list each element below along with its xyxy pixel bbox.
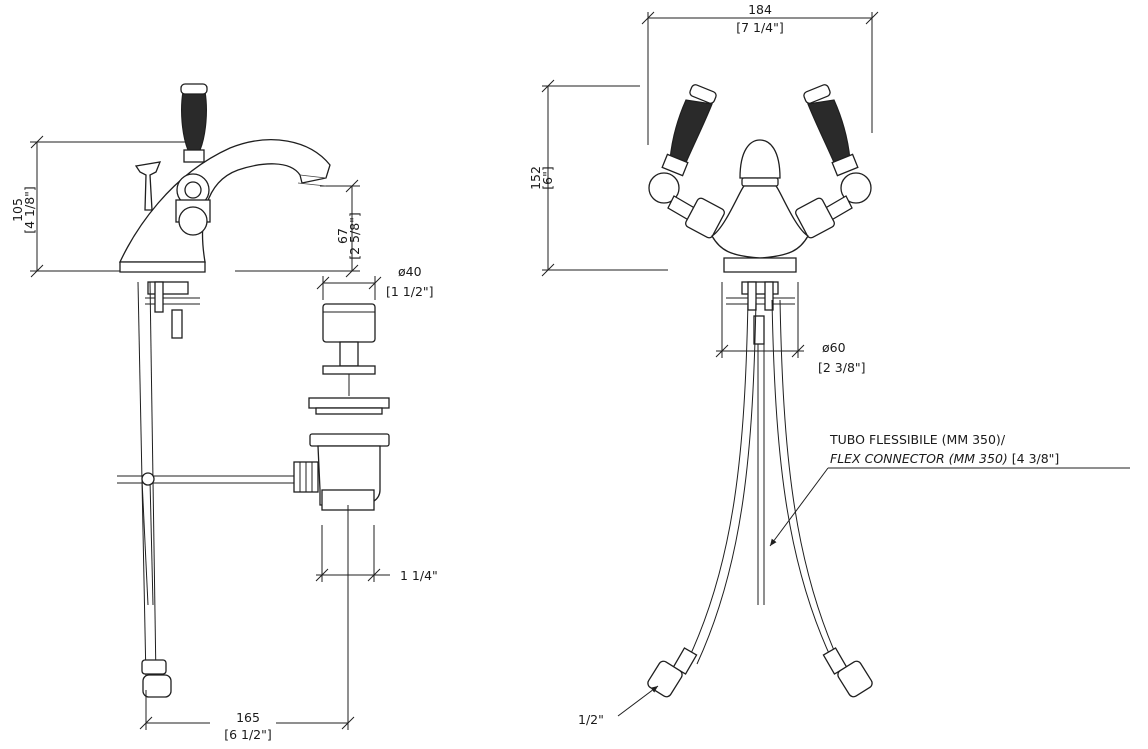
hose-note-line2: FLEX CONNECTOR (MM 350) [4 3/8"] <box>830 451 1059 466</box>
height-mm-label: 105 <box>10 198 25 222</box>
spout-reach-mm-label: 165 <box>236 710 260 725</box>
drain-diameter-mm-label: ø40 <box>398 264 422 279</box>
height-in-label: [4 1/8"] <box>22 186 37 234</box>
front-height-mm-label: 152 <box>528 166 543 190</box>
drain-diameter-dimension: ø40 [1 1/2"] <box>316 264 434 300</box>
spout-height-in-label: [2 5/8"] <box>347 212 362 260</box>
connection-size-note: 1/2" <box>578 685 659 727</box>
spout-reach-dimension: 165 [6 1/2"] <box>139 505 355 742</box>
side-view: 105 [4 1/8"] 67 [2 5/8"] <box>10 83 438 742</box>
flex-hoses <box>647 299 873 698</box>
front-view: 184 [7 1/4"] 152 [6"] <box>528 2 1130 727</box>
base-diameter-dimension: ø60 [2 3/8"] <box>715 282 866 375</box>
spout-height-mm-label: 67 <box>335 228 350 244</box>
height-dimension: 105 [4 1/8"] <box>10 135 185 278</box>
hose-note-line1: TUBO FLESSIBILE (MM 350)/ <box>829 432 1006 447</box>
front-height-in-label: [6"] <box>540 166 555 189</box>
faucet-front-body <box>648 84 872 605</box>
faucet-side-body <box>117 83 331 698</box>
hose-note: TUBO FLESSIBILE (MM 350)/ FLEX CONNECTOR… <box>769 432 1130 547</box>
connection-size-label: 1/2" <box>578 712 604 727</box>
base-diameter-in-label: [2 3/8"] <box>818 360 866 375</box>
left-handle <box>648 84 725 239</box>
drain-assembly <box>293 303 390 511</box>
spout-reach-in-label: [6 1/2"] <box>224 727 272 742</box>
drain-outlet-dimension: 1 1/4" <box>315 525 438 583</box>
width-in-label: [7 1/4"] <box>736 20 784 35</box>
width-mm-label: 184 <box>748 2 772 17</box>
right-hose-nut <box>822 647 873 698</box>
front-height-dimension: 152 [6"] <box>528 79 668 277</box>
width-dimension: 184 [7 1/4"] <box>641 2 879 145</box>
left-hose-nut <box>647 647 698 698</box>
spout-height-dimension: 67 [2 5/8"] <box>235 179 362 278</box>
right-handle <box>795 84 872 239</box>
drain-outlet-label: 1 1/4" <box>400 568 438 583</box>
base-diameter-mm-label: ø60 <box>822 340 846 355</box>
drain-diameter-in-label: [1 1/2"] <box>386 284 434 299</box>
